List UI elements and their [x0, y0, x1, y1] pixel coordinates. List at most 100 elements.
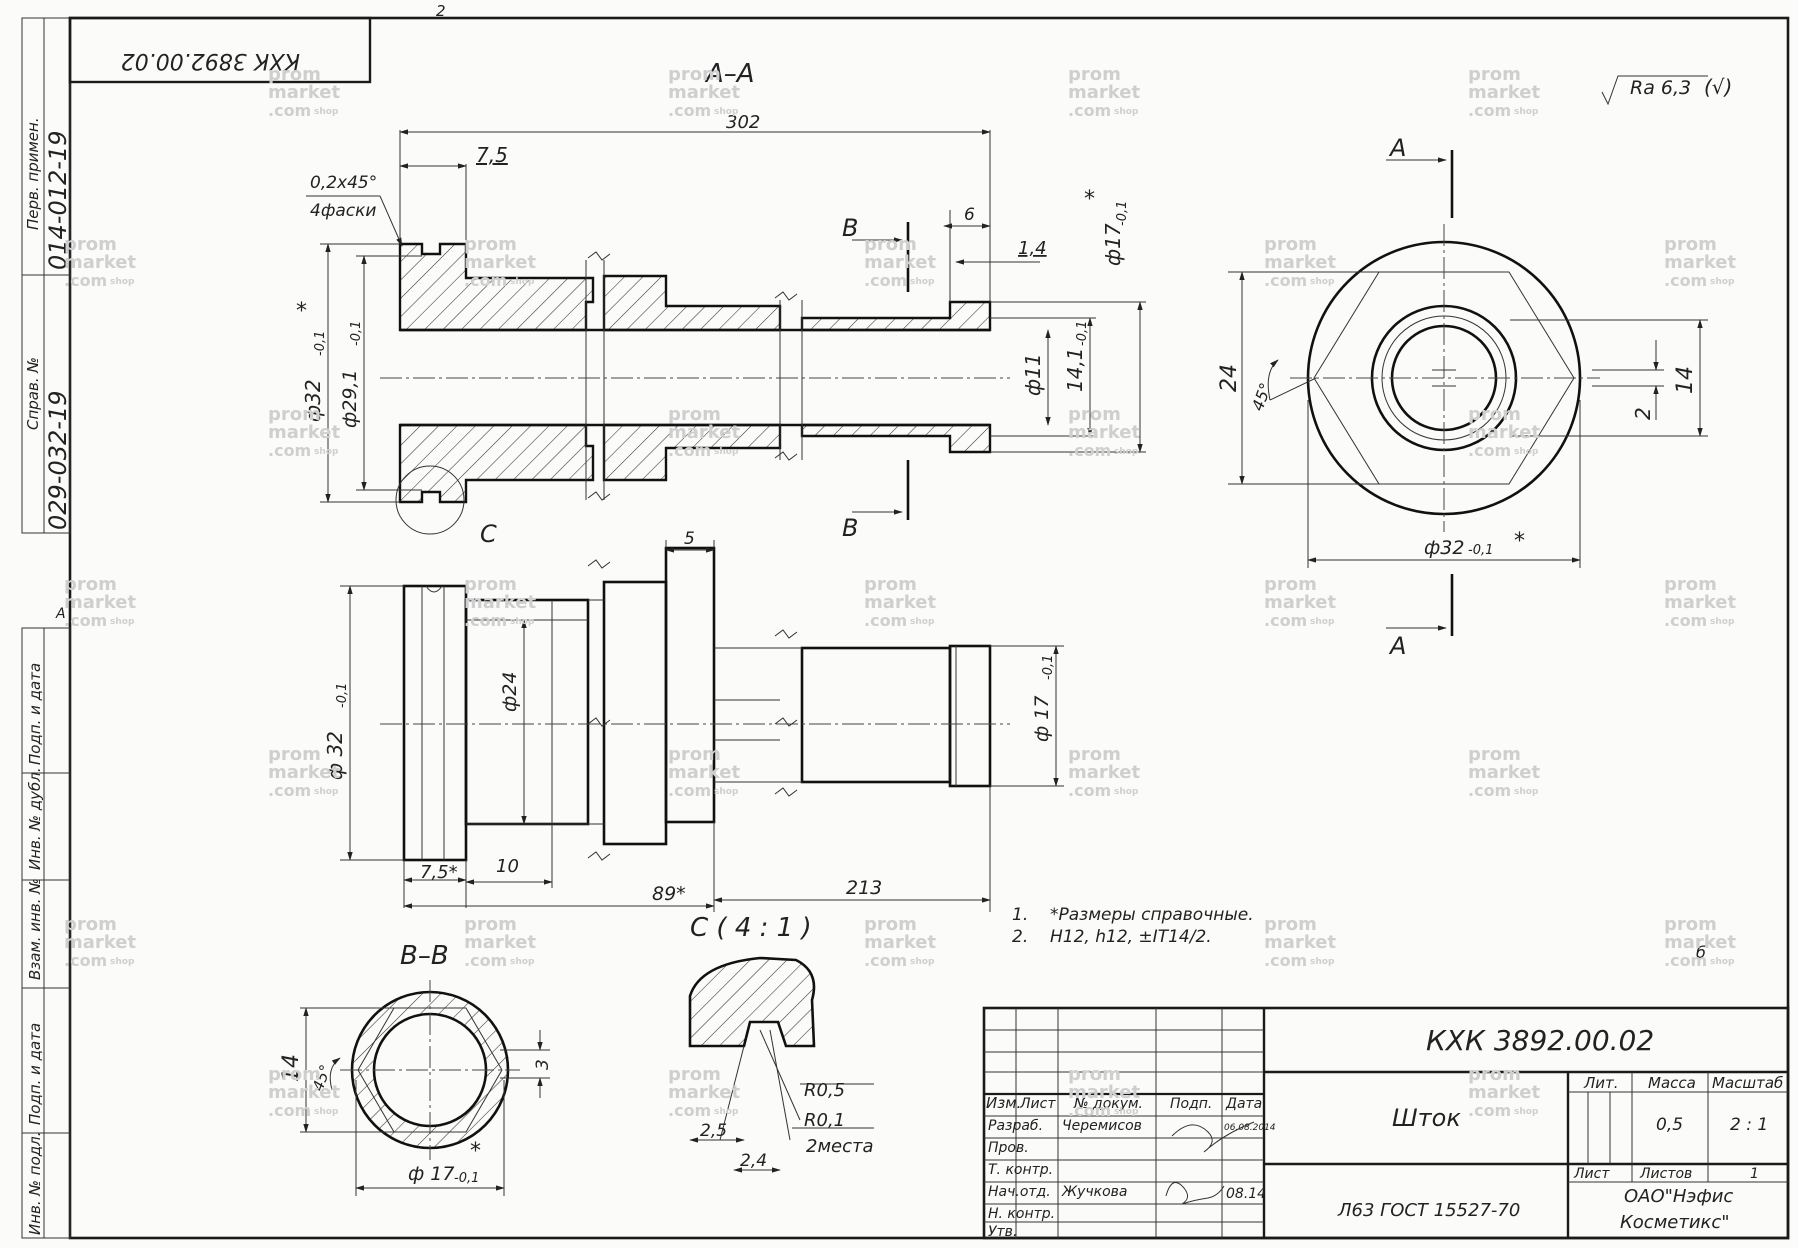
dim-6: 6	[964, 205, 975, 225]
watermark-text: shop	[314, 107, 339, 117]
watermark-text: prom	[1068, 1064, 1121, 1085]
watermark-text: shop	[314, 787, 339, 797]
detail-c: С ( 4 : 1 ) R0,5 R0,1 2места 2,5 2,4	[688, 913, 874, 1173]
tb-role-tkontr: Т. контр.	[988, 1162, 1053, 1178]
technical-notes: 1. *Размеры справочные. 2. Н12, h12, ±IT…	[1012, 905, 1254, 947]
signature-nachotd	[1165, 1182, 1225, 1205]
tb-header-doc: № докум.	[1073, 1096, 1143, 1112]
watermark-text: .com	[1468, 781, 1511, 800]
tb-sheets-label: Листов	[1639, 1166, 1692, 1182]
watermark-text: prom	[1068, 744, 1121, 765]
watermark-text: .com	[1664, 951, 1707, 970]
end-dim-d32-tol: -0,1	[1468, 543, 1493, 558]
watermark-text: shop	[510, 277, 535, 287]
watermark-text: .com	[64, 611, 107, 630]
watermark-text: shop	[1114, 447, 1139, 457]
watermark-text: prom	[268, 1064, 321, 1085]
tb-material: Л63 ГОСТ 15527-70	[1337, 1200, 1520, 1221]
watermark-text: market	[1468, 82, 1540, 103]
watermark-text: .com	[1068, 101, 1111, 120]
watermark-text: shop	[1514, 787, 1539, 797]
watermark-text: prom	[1468, 64, 1521, 85]
watermark-text: market	[1664, 592, 1736, 613]
watermark-text: prom	[268, 404, 321, 425]
field-podp-data-2: Подп. и дата	[26, 1023, 44, 1125]
watermark-text: prom	[1264, 574, 1317, 595]
watermark-text: shop	[1514, 107, 1539, 117]
detail-c-r01: R0,1	[804, 1110, 845, 1131]
watermark-text: prom	[1468, 404, 1521, 425]
dim-d17: ф17	[1101, 223, 1125, 266]
watermark-text: shop	[714, 1107, 739, 1117]
watermark-text: .com	[1664, 271, 1707, 290]
watermark-text: shop	[510, 617, 535, 627]
cut-b-top: В	[842, 214, 858, 242]
watermark-text: prom	[864, 914, 917, 935]
front-dim-d24: ф24	[499, 672, 521, 712]
watermark-text: .com	[864, 611, 907, 630]
field-vzam-inv: Взам. инв. №	[26, 878, 44, 980]
front-dim-7-5: 7,5*	[420, 862, 458, 883]
section-b-b: В–В 14 45° 3 ф 17 -0,1 *	[279, 941, 553, 1196]
watermark-text: prom	[864, 574, 917, 595]
bb-dim-d17-tol: -0,1	[454, 1171, 479, 1186]
note-1-text: *Размеры справочные.	[1050, 905, 1254, 925]
watermark-text: prom	[1068, 404, 1121, 425]
tb-role-prov: Пров.	[988, 1140, 1029, 1156]
field-inv-dubl: Инв. № дубл.	[26, 767, 44, 870]
bb-dim-d17: ф 17	[408, 1163, 454, 1185]
watermark-text: market	[1068, 82, 1140, 103]
watermark-text: prom	[464, 914, 517, 935]
dim-d32: ф32	[301, 379, 325, 422]
tb-role-utv: Утв.	[988, 1224, 1017, 1240]
watermark-text: prom	[464, 234, 517, 255]
watermark-text: prom	[668, 1064, 721, 1085]
watermark-text: .com	[464, 611, 507, 630]
front-dim-d17: ф 17	[1031, 696, 1053, 742]
front-dim-10: 10	[496, 856, 519, 877]
perv-primen-value: 014-012-19	[44, 131, 72, 270]
tb-role-nkontr: Н. контр.	[988, 1206, 1055, 1222]
signature-razrab	[1171, 1121, 1255, 1153]
bb-dim-14: 14	[279, 1054, 304, 1082]
bb-dim-star: *	[470, 1139, 481, 1164]
watermark-text: shop	[1114, 107, 1139, 117]
watermark-text: prom	[64, 914, 117, 935]
dim-d32-star: *	[296, 299, 307, 324]
field-inv-podl: Инв. № подл.	[26, 1132, 44, 1235]
watermark-text: .com	[668, 781, 711, 800]
watermark-text: shop	[910, 957, 935, 967]
front-dim-5: 5	[684, 529, 695, 549]
watermark-text: .com	[268, 441, 311, 460]
watermark-text: .com	[1264, 611, 1307, 630]
section-a-a: А–А С 302 7,5 0,2x45°	[296, 59, 1146, 548]
front-view: ф 32 -0,1 ф24 ф 17 -0,1 5 7,5* 10 89* 21…	[323, 529, 1064, 912]
detail-c-r05: R0,5	[804, 1080, 845, 1101]
watermark-text: shop	[1710, 617, 1735, 627]
watermark-text: .com	[1264, 951, 1307, 970]
watermark-text: market	[64, 592, 136, 613]
roughness-bracket: (√)	[1704, 75, 1732, 99]
tb-lit-label: Лит.	[1583, 1074, 1619, 1092]
tb-scale: 2 : 1	[1730, 1115, 1768, 1135]
tb-date-razrab: 06.08.2014	[1224, 1123, 1276, 1133]
watermark-text: .com	[1068, 1101, 1111, 1120]
dim-d17-star: *	[1084, 187, 1095, 212]
tb-name-nachotd: Жучкова	[1061, 1184, 1128, 1200]
tb-date-nachotd: 08.14	[1226, 1186, 1266, 1202]
note-2-text: Н12, h12, ±IT14/2.	[1050, 927, 1212, 947]
